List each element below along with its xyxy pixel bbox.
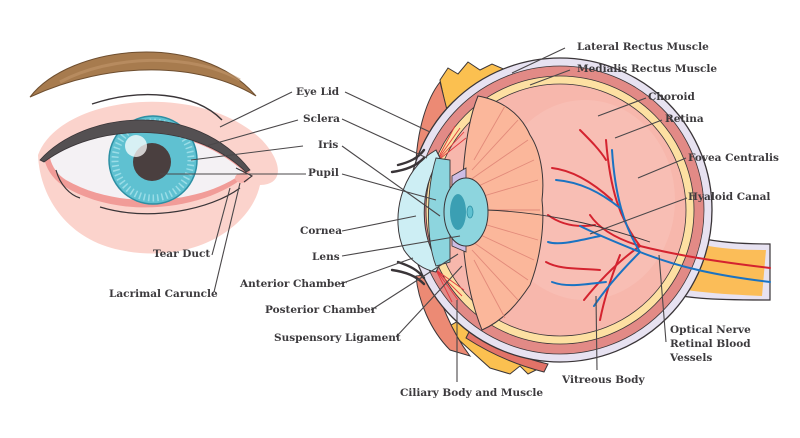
eyebrow [29,51,257,98]
label-sclera: Sclera [303,113,340,125]
label-lacrimal-caruncle: Lacrimal Caruncle [109,288,218,300]
label-hyaloid-canal: Hyaloid Canal [688,191,770,203]
eye-highlight [125,135,147,157]
label-optical-nerve-line1: Optical Nerve [670,324,751,336]
label-tear-duct: Tear Duct [153,248,210,260]
label-choroid: Choroid [648,91,696,103]
label-vitreous-body: Vitreous Body [561,374,645,386]
label-iris: Iris [318,139,338,151]
label-medialis-rectus-muscle: Medialis Rectus Muscle [577,63,717,75]
label-optical-nerve-line2: Retinal Blood [670,338,751,350]
label-posterior-chamber: Posterior Chamber [265,304,377,316]
label-lateral-rectus-muscle: Lateral Rectus Muscle [577,41,709,53]
retinal-veins [547,149,771,307]
label-cornea: Cornea [300,225,342,237]
label-ciliary-body-and-muscle: Ciliary Body and Muscle [400,387,543,399]
cornea-shape [397,149,441,273]
label-retina: Retina [665,113,704,125]
label-eye-lid: Eye Lid [296,86,340,98]
ciliary-muscle-fibers [435,125,467,303]
labels: Eye Lid Sclera Iris Pupil Tear Duct Lacr… [109,41,779,399]
leader-lines [160,47,688,382]
label-lens: Lens [312,251,340,263]
label-optical-nerve-line3: Vessels [669,352,712,364]
lash-line [39,119,251,173]
cross-section-eye [390,57,771,375]
label-pupil: Pupil [308,167,339,179]
label-anterior-chamber: Anterior Chamber [239,278,347,290]
front-view-eye [29,51,278,254]
label-fovea-centralis: Fovea Centralis [688,152,779,164]
eyelashes [390,148,426,286]
hyaloid-canal-shape [485,209,651,243]
label-suspensory-ligament: Suspensory Ligament [274,332,401,344]
